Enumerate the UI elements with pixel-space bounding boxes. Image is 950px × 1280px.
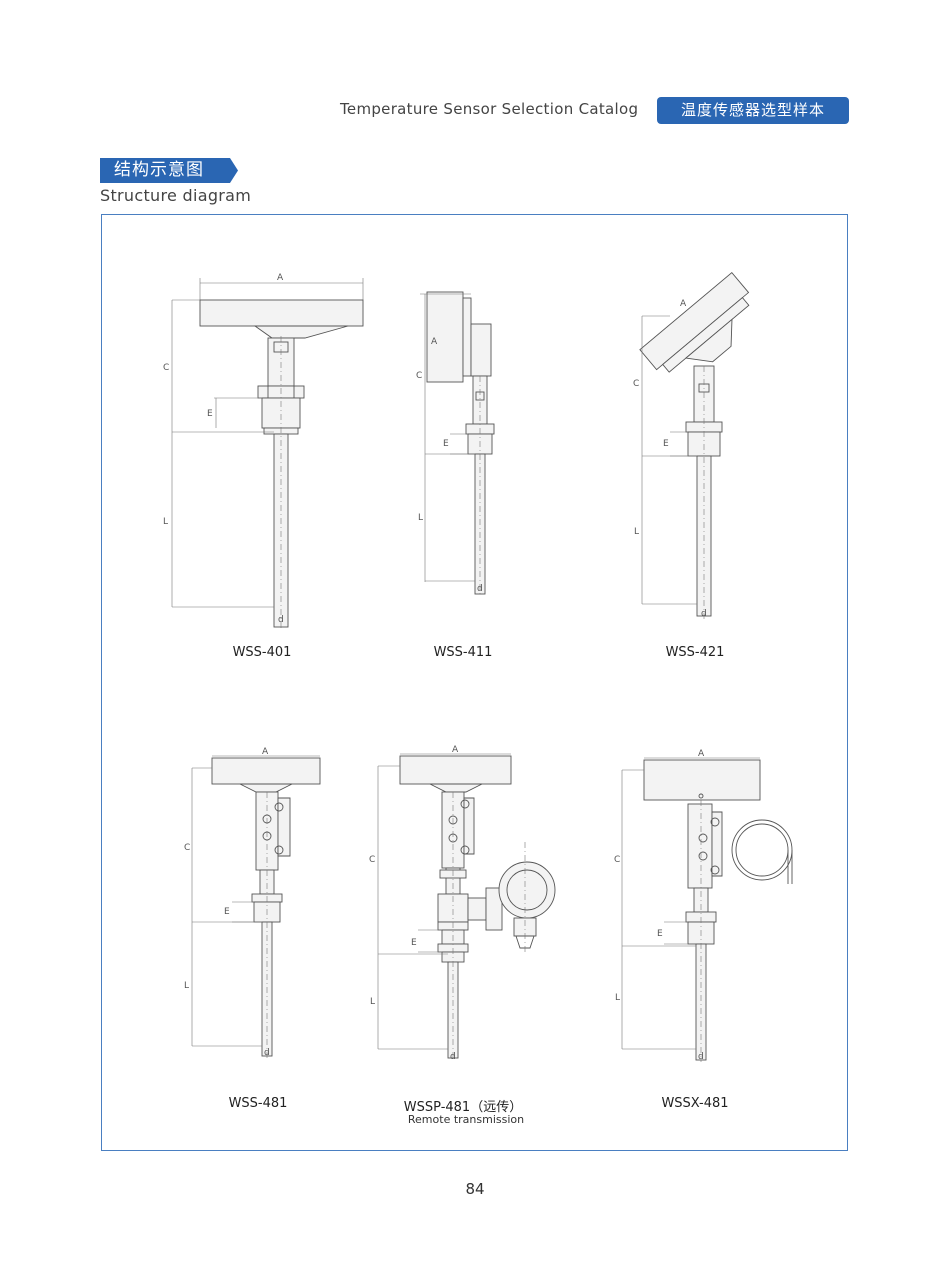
dimension-label: C bbox=[369, 855, 375, 865]
model-subtitle: Remote transmission bbox=[407, 1113, 525, 1126]
dimension-label: E bbox=[663, 439, 669, 449]
dimension-label: L bbox=[163, 517, 168, 527]
dimension-label: A bbox=[452, 745, 459, 755]
dimension-label: L bbox=[634, 527, 639, 537]
page-number: 84 bbox=[465, 1180, 485, 1198]
diagram-frame bbox=[101, 214, 848, 1151]
dimension-label: E bbox=[657, 929, 663, 939]
model-label: WSS-401 bbox=[232, 645, 292, 660]
dimension-label: d bbox=[264, 1048, 270, 1058]
drawing-wssx-481: A C E L d bbox=[612, 744, 802, 1069]
dimension-label: A bbox=[277, 273, 284, 283]
dimension-label: E bbox=[443, 439, 449, 449]
drawing-wssp-481: A C E L d bbox=[364, 742, 574, 1067]
dimension-label: d bbox=[698, 1052, 704, 1062]
dimension-label: C bbox=[184, 843, 190, 853]
drawing-wss-411: A C E L d bbox=[410, 286, 530, 601]
drawing-wss-421: A C E L d bbox=[630, 258, 780, 623]
dimension-label: d bbox=[278, 615, 284, 625]
catalog-title-en: Temperature Sensor Selection Catalog bbox=[340, 100, 639, 118]
dimension-label: d bbox=[701, 609, 707, 619]
dimension-label: C bbox=[614, 855, 620, 865]
drawing-wss-481: A C E L d bbox=[180, 744, 330, 1064]
dimension-label: A bbox=[262, 747, 269, 757]
dimension-label: C bbox=[163, 363, 169, 373]
dimension-label: L bbox=[615, 993, 620, 1003]
dimension-label: A bbox=[698, 749, 705, 759]
dimension-label: A bbox=[680, 299, 687, 309]
dimension-label: E bbox=[207, 409, 213, 419]
catalog-title-cn-badge: 温度传感器选型样本 bbox=[657, 97, 849, 124]
model-label: WSSX-481 bbox=[661, 1096, 729, 1111]
dimension-label: E bbox=[224, 907, 230, 917]
section-title-en: Structure diagram bbox=[100, 186, 252, 205]
section-tag: 结构示意图 bbox=[100, 158, 238, 183]
dimension-label: d bbox=[450, 1052, 456, 1062]
section-tag-shape bbox=[100, 158, 238, 183]
model-label: WSS-411 bbox=[433, 645, 493, 660]
dimension-label: d bbox=[477, 584, 483, 594]
drawing-wss-401: A C E L d bbox=[160, 266, 380, 631]
model-label: WSS-421 bbox=[665, 645, 725, 660]
model-label: WSS-481 bbox=[228, 1096, 288, 1111]
model-label: WSSP-481（远传） bbox=[403, 1100, 523, 1115]
dimension-label: E bbox=[411, 938, 417, 948]
section-title-cn: 结构示意图 bbox=[114, 160, 204, 180]
dimension-label: A bbox=[431, 337, 438, 347]
dimension-label: L bbox=[418, 513, 423, 523]
dimension-label: C bbox=[633, 379, 639, 389]
dimension-label: L bbox=[370, 997, 375, 1007]
dimension-label: C bbox=[416, 371, 422, 381]
dimension-label: L bbox=[184, 981, 189, 991]
